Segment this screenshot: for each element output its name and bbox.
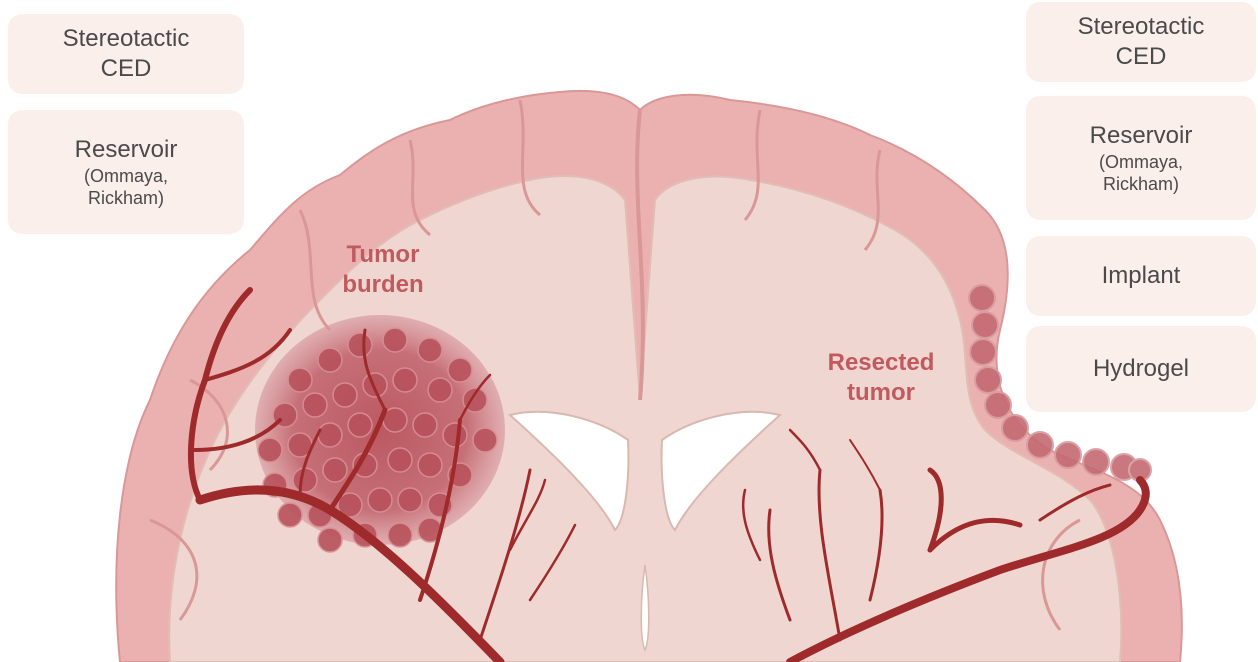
right-stereotactic-ced-box: Stereotactic CED [1026, 2, 1256, 82]
left-reservoir-sub2: Rickham) [88, 187, 164, 209]
left-reservoir-sub1: (Ommaya, [84, 165, 168, 187]
resected-tumor-line2: tumor [806, 378, 956, 408]
right-reservoir-sub1: (Ommaya, [1099, 151, 1183, 173]
right-implant-label: Implant [1102, 261, 1181, 291]
resected-tumor-line1: Resected [806, 348, 956, 378]
left-reservoir-title: Reservoir [75, 135, 178, 165]
tumor-burden-line2: burden [318, 270, 448, 300]
resected-tumor-label: Resected tumor [806, 348, 956, 408]
right-stereotactic-line1: Stereotactic [1078, 12, 1205, 42]
right-hydrogel-box: Hydrogel [1026, 326, 1256, 412]
right-reservoir-sub2: Rickham) [1103, 173, 1179, 195]
tumor-burden-label: Tumor burden [318, 240, 448, 300]
right-stereotactic-line2: CED [1116, 42, 1167, 72]
left-stereotactic-line2: CED [101, 54, 152, 84]
tumor-burden-line1: Tumor [318, 240, 448, 270]
left-stereotactic-line1: Stereotactic [63, 24, 190, 54]
right-reservoir-box: Reservoir (Ommaya, Rickham) [1026, 96, 1256, 220]
right-hydrogel-label: Hydrogel [1093, 354, 1189, 384]
left-stereotactic-ced-box: Stereotactic CED [8, 14, 244, 94]
right-implant-box: Implant [1026, 236, 1256, 316]
left-reservoir-box: Reservoir (Ommaya, Rickham) [8, 110, 244, 234]
right-reservoir-title: Reservoir [1090, 121, 1193, 151]
